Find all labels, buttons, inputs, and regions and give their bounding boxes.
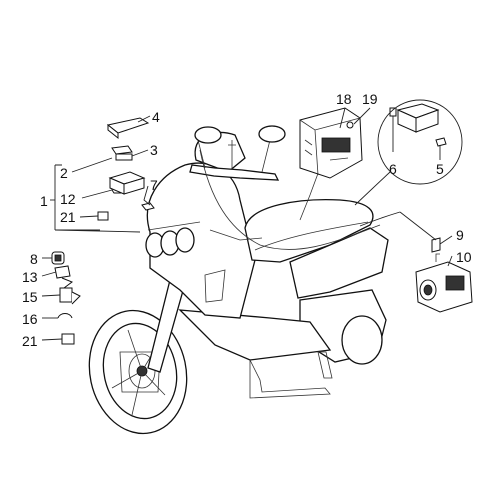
leader-lines (41, 99, 463, 341)
callout-18: 18 (336, 91, 352, 107)
callout-16: 16 (22, 311, 38, 327)
part-21-plug-lower (61, 333, 75, 345)
callout-6: 6 (389, 161, 397, 177)
callout-1: 1 (40, 193, 48, 209)
callout-8: 8 (30, 251, 38, 267)
part-10-throttle-body (415, 253, 473, 313)
callout-2: 2 (60, 165, 68, 181)
part-18-19-ecu (299, 107, 363, 179)
part-15-flasher (59, 287, 73, 303)
front-wheel (88, 309, 188, 435)
seat (244, 199, 374, 263)
callout-13: 13 (22, 269, 38, 285)
callout-21-lower: 21 (22, 333, 38, 349)
callout-21-upper: 21 (60, 209, 76, 225)
callout-19: 19 (362, 91, 378, 107)
callout-3: 3 (150, 142, 158, 158)
callout-12: 12 (60, 191, 76, 207)
callout-15: 15 (22, 289, 38, 305)
scooter-illustration (88, 125, 389, 435)
part-7-screw (141, 202, 155, 211)
part-3-relay (111, 145, 133, 155)
stand (249, 359, 331, 399)
part-5-screw (435, 137, 447, 147)
part-6-battery-holder (389, 103, 440, 133)
rear-fairing (289, 227, 389, 299)
callout-7: 7 (150, 177, 158, 193)
part-21-plug-upper (97, 211, 109, 221)
callout-numbers: 1 2 3 4 5 6 7 8 9 10 12 13 15 16 18 19 2… (22, 91, 472, 349)
part-4-cover-side (107, 123, 119, 140)
mirror-left (194, 126, 222, 144)
handlebar (189, 125, 286, 181)
headlight-right (175, 227, 195, 253)
callout-5: 5 (436, 161, 444, 177)
callout-10: 10 (456, 249, 472, 265)
part-16-clip (57, 313, 73, 319)
mirror-right (258, 125, 286, 143)
callout-9: 9 (456, 227, 464, 243)
part-9-sensor (431, 237, 441, 253)
rear-wheel (341, 315, 383, 365)
part-13-relay (54, 265, 71, 279)
callout-4: 4 (152, 109, 160, 125)
part-3-relay-base (115, 153, 133, 161)
floorboard (178, 309, 332, 361)
